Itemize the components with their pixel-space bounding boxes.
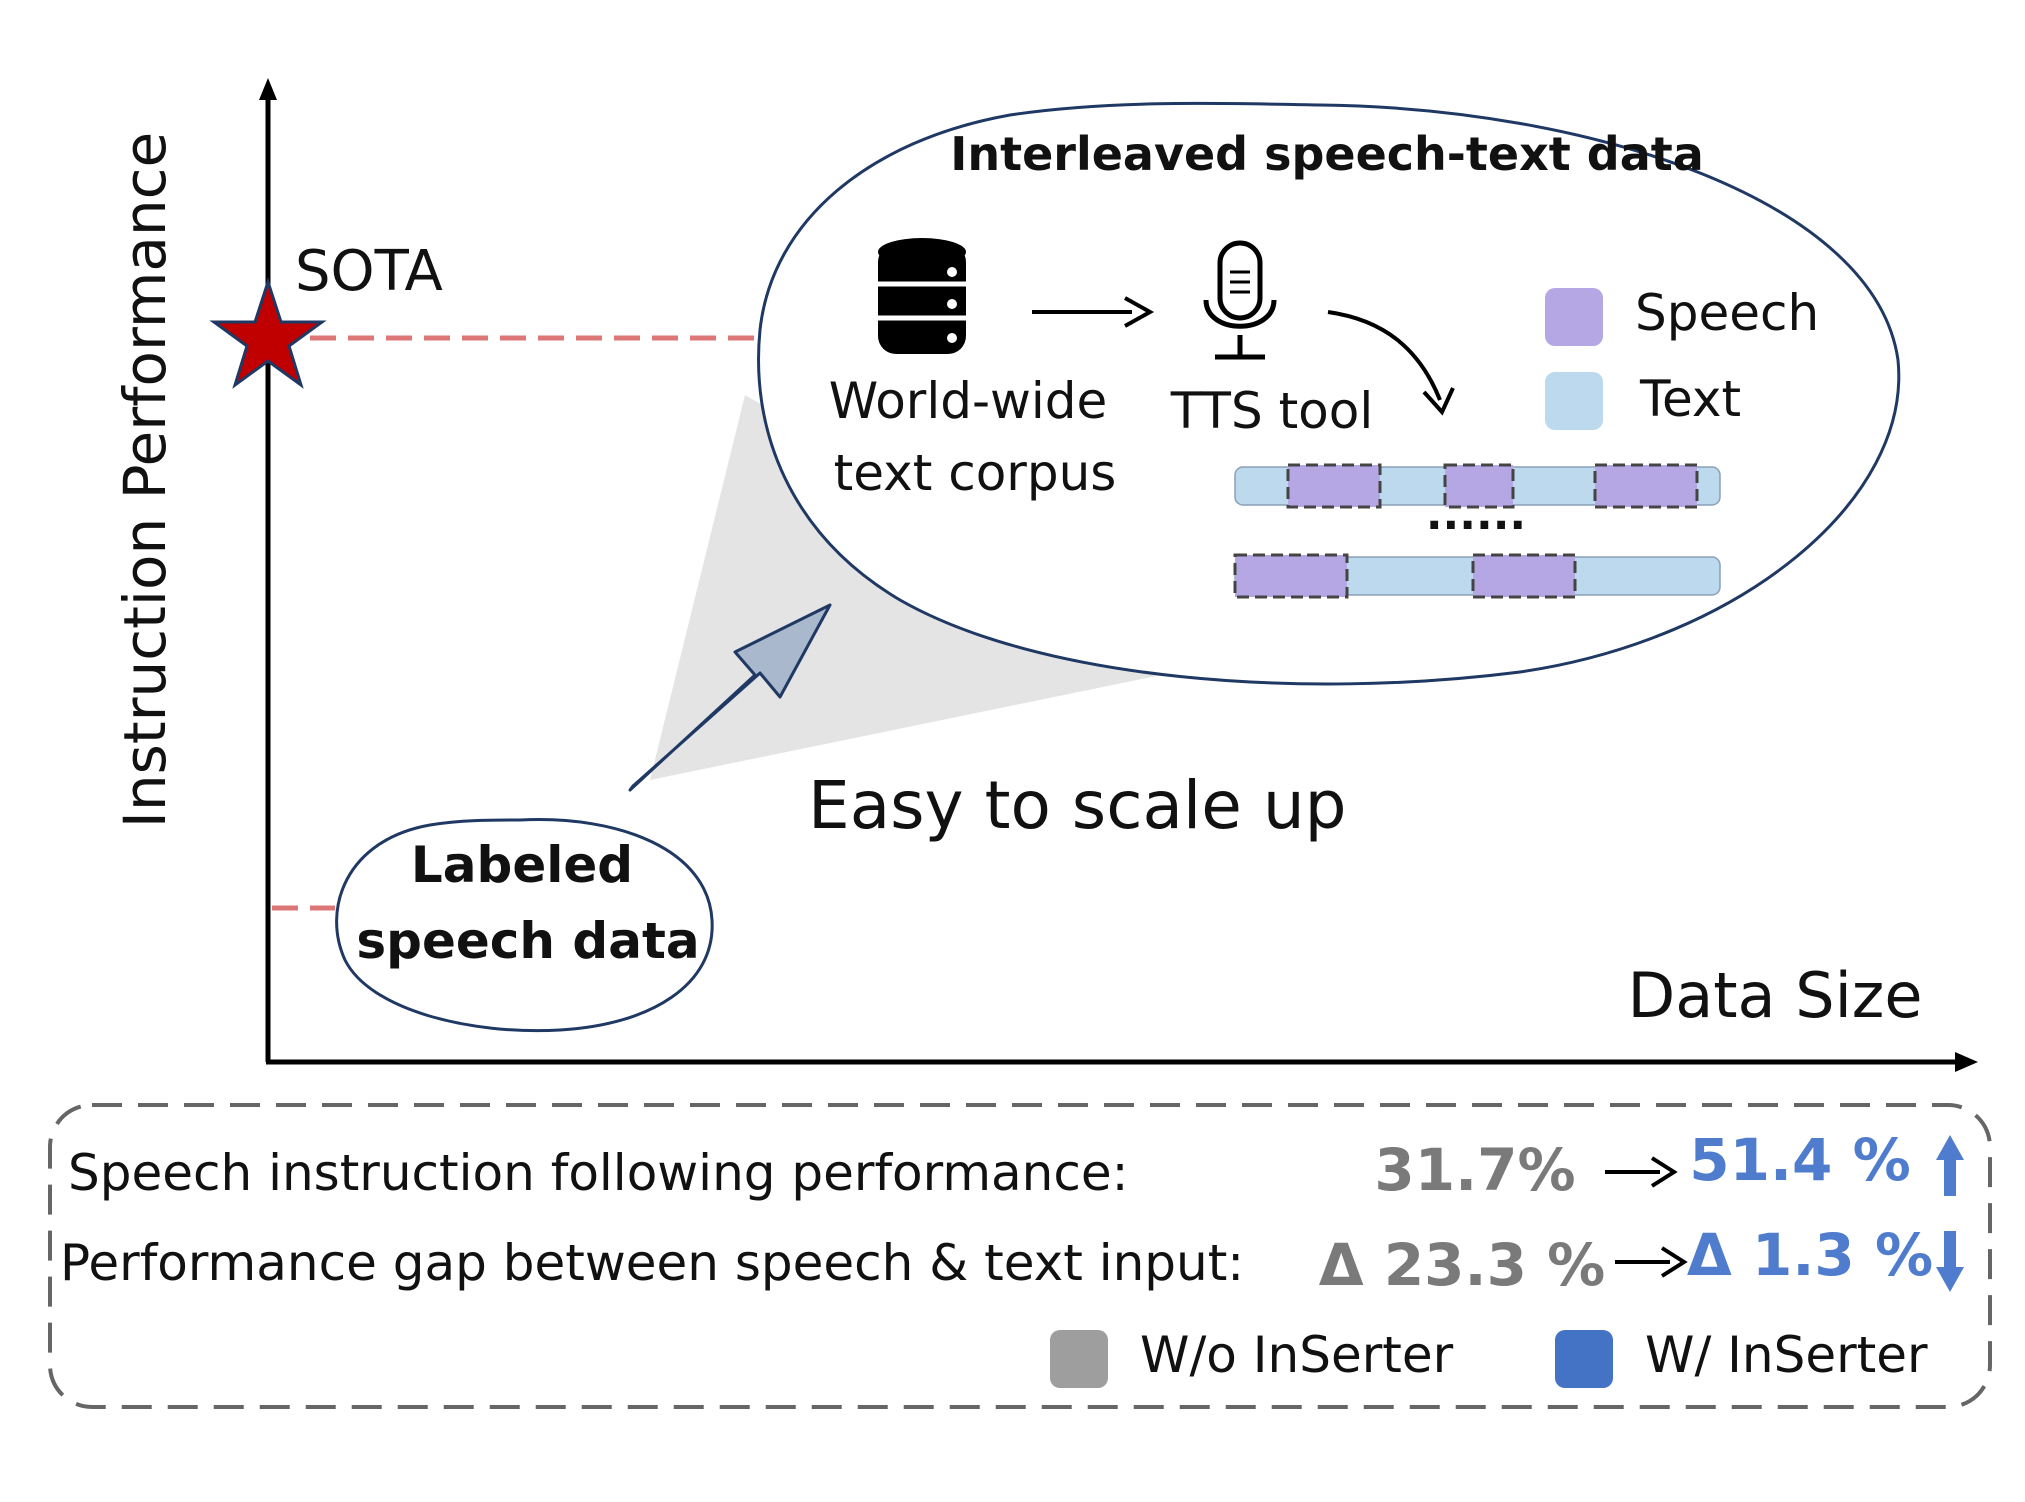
tts-label: TTS tool	[1170, 382, 1374, 440]
sota-label: SOTA	[295, 239, 443, 304]
legend-speech-swatch	[1545, 288, 1603, 346]
row2-arrowhead-icon	[1660, 1246, 1688, 1278]
row2-before-value: Δ 23.3 %	[1319, 1231, 1606, 1299]
interleaved-strip-1	[1234, 463, 1721, 509]
legend-text-swatch	[1545, 372, 1603, 430]
legend-without-label: W/o InSerter	[1140, 1326, 1454, 1384]
row1-after-value: 51.4 %	[1689, 1126, 1910, 1194]
y-axis-label: Instruction Performance	[111, 132, 179, 828]
down-arrow-icon	[1936, 1231, 1964, 1292]
legend-with-swatch	[1555, 1330, 1613, 1388]
legend-speech-label: Speech	[1635, 284, 1819, 342]
labeled-speech-line1: Labeled	[411, 836, 633, 894]
row2-label: Performance gap between speech & text in…	[60, 1234, 1244, 1292]
row2-after-value: Δ 1.3 %	[1687, 1221, 1933, 1289]
interleaved-data-title: Interleaved speech-text data	[950, 127, 1704, 181]
scale-up-label: Easy to scale up	[808, 767, 1347, 844]
labeled-speech-bubble	[335, 818, 714, 1033]
legend-with-label: W/ InSerter	[1645, 1326, 1928, 1384]
microphone-icon	[1203, 240, 1277, 360]
scale-up-arrow-icon	[628, 603, 832, 792]
results-panel	[48, 1103, 1992, 1409]
y-axis-arrow-icon	[259, 78, 277, 100]
tts-to-strips-arrowhead-icon	[1422, 387, 1455, 416]
row1-label: Speech instruction following performance…	[68, 1144, 1128, 1202]
row1-arrowhead-icon	[1650, 1156, 1678, 1188]
interleaved-data-bubble	[757, 101, 1901, 686]
database-icon	[878, 238, 966, 354]
speech-segment	[1286, 463, 1382, 509]
ellipsis: ······	[1426, 500, 1526, 551]
speech-segment	[1443, 463, 1515, 509]
labeled-speech-line2: speech data	[356, 912, 699, 970]
x-axis-arrow-icon	[1955, 1052, 1978, 1072]
speech-segment	[1593, 463, 1699, 509]
sota-star-icon	[209, 277, 327, 389]
up-arrow-icon	[1936, 1135, 1964, 1196]
corpus-label-line2: text corpus	[834, 444, 1117, 502]
legend-without-swatch	[1050, 1330, 1108, 1388]
row1-before-value: 31.7%	[1374, 1136, 1575, 1204]
interleaved-strip-2	[1233, 553, 1721, 599]
x-axis-label: Data Size	[1627, 959, 1922, 1032]
tts-to-strips-arrow	[1327, 310, 1442, 401]
corpus-label-line1: World-wide	[829, 372, 1108, 430]
speech-segment	[1471, 553, 1577, 599]
speech-segment	[1233, 553, 1349, 599]
corpus-to-tts-arrowhead-icon	[1124, 296, 1155, 328]
legend-text-label: Text	[1639, 370, 1741, 428]
